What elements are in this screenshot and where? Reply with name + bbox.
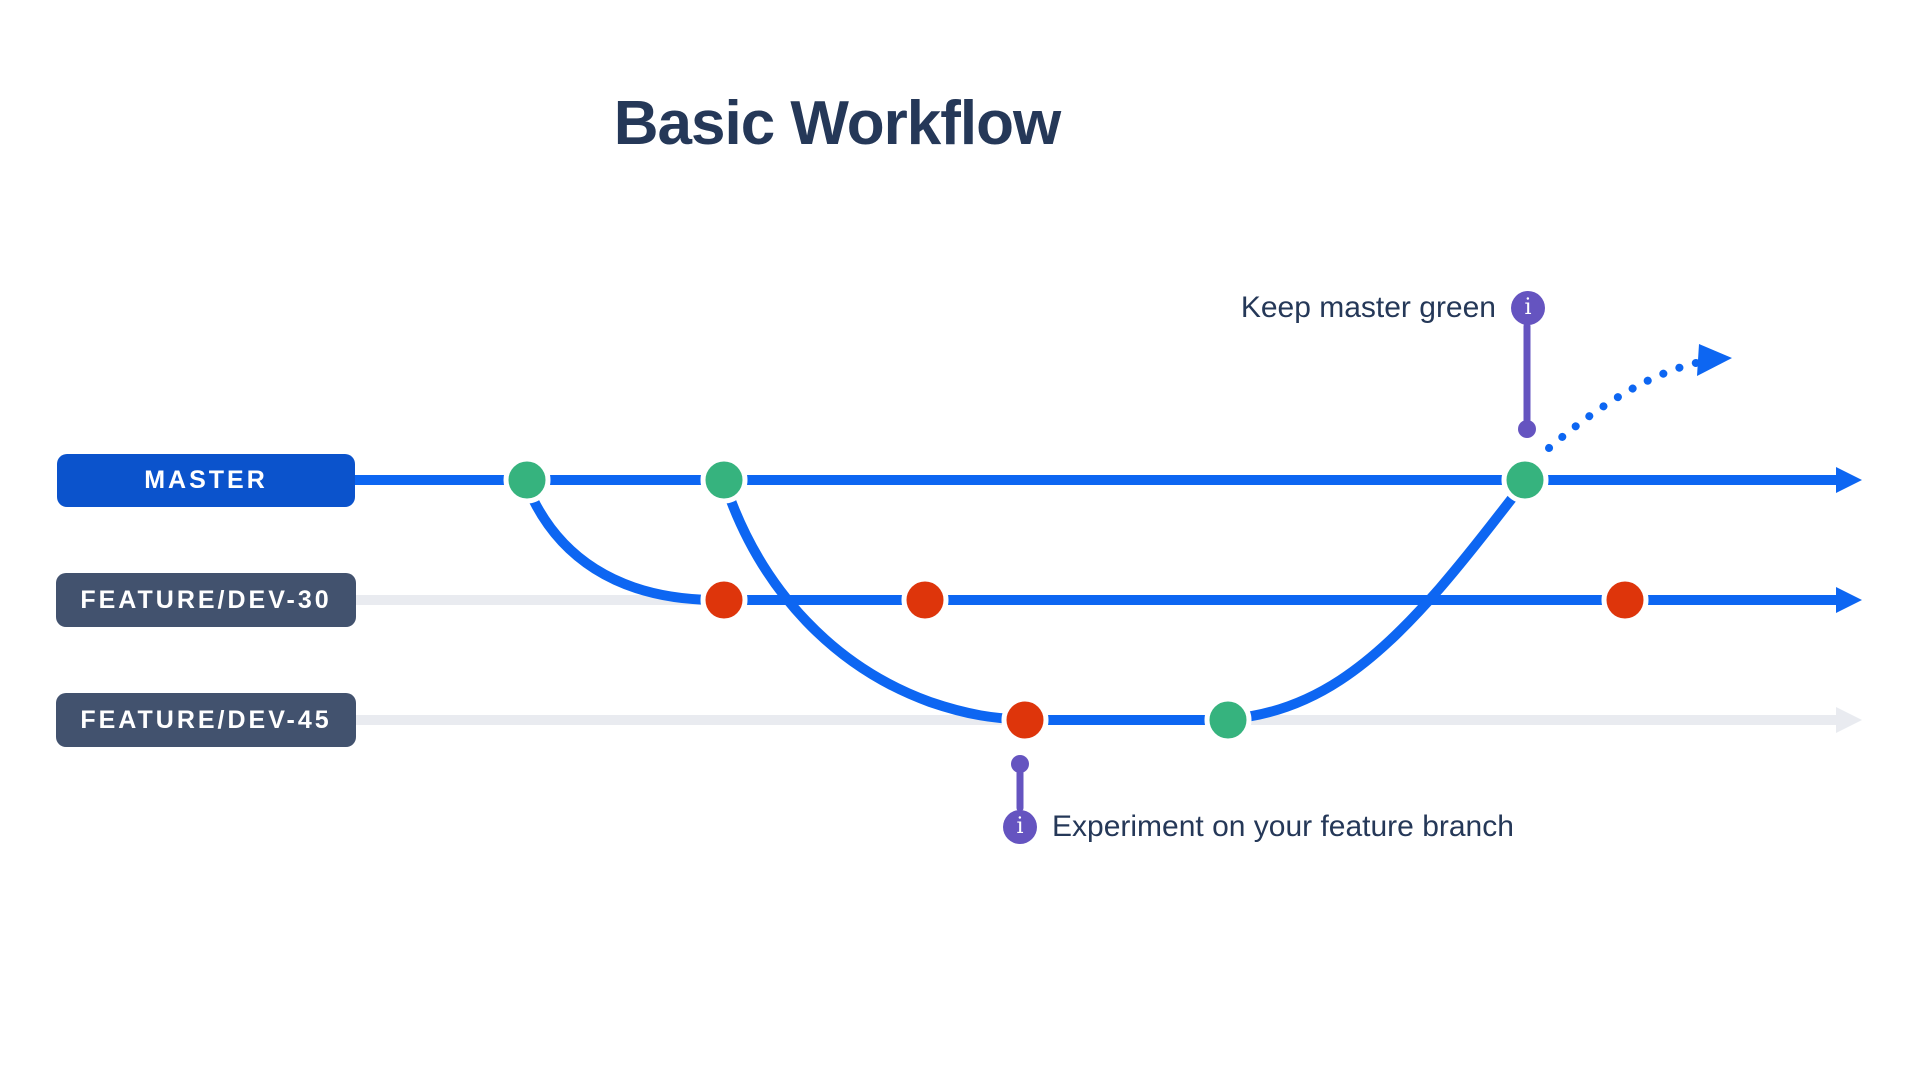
branch-label-dev45: FEATURE/DEV-45	[56, 693, 356, 747]
commit-dot-dev45-failing	[1001, 696, 1049, 744]
commit-dot-master-passing	[1501, 456, 1549, 504]
merge-curve-dev45-to-master	[1225, 482, 1526, 724]
experiment-pin-dot	[1011, 755, 1029, 773]
branch-label-master-text: MASTER	[144, 466, 268, 494]
annotation-experiment: i Experiment on your feature branch	[1003, 807, 1514, 847]
annotation-keep-master-green-text: Keep master green	[1240, 291, 1496, 324]
branch-label-dev30: FEATURE/DEV-30	[56, 573, 356, 627]
info-icon-glyph: i	[1524, 295, 1532, 320]
commit-dot-master-passing	[700, 456, 748, 504]
branch-label-dev30-text: FEATURE/DEV-30	[80, 585, 332, 614]
commit-dot-dev30-failing	[901, 576, 949, 624]
commit-dot-dev30-failing	[1601, 576, 1649, 624]
commit-dot-dev30-failing	[700, 576, 748, 624]
branch-label-dev45-text: FEATURE/DEV-45	[80, 705, 332, 734]
future-arrowhead-icon	[1697, 344, 1732, 376]
branch-curve-master-to-dev45	[721, 482, 1027, 724]
commit-dots	[503, 456, 1649, 744]
info-icon-glyph: i	[1016, 814, 1024, 839]
dev45-arrowhead-icon	[1836, 707, 1862, 733]
commit-dot-dev45-passing	[1204, 696, 1252, 744]
page-title: Basic Workflow	[613, 89, 1062, 158]
branch-curve-master-to-dev30	[522, 481, 719, 605]
future-dotted-arc	[1545, 358, 1704, 452]
info-icon: i	[1511, 291, 1545, 325]
annotation-experiment-text: Experiment on your feature branch	[1052, 810, 1514, 843]
annotation-keep-master-green: Keep master green i	[1241, 288, 1545, 328]
keep-master-green-pin-dot	[1518, 420, 1536, 438]
info-icon: i	[1003, 810, 1037, 844]
commit-dot-master-passing	[503, 456, 551, 504]
dev30-arrowhead-icon	[1836, 587, 1862, 613]
branch-label-master: MASTER	[57, 454, 355, 507]
master-arrowhead-icon	[1836, 467, 1862, 493]
